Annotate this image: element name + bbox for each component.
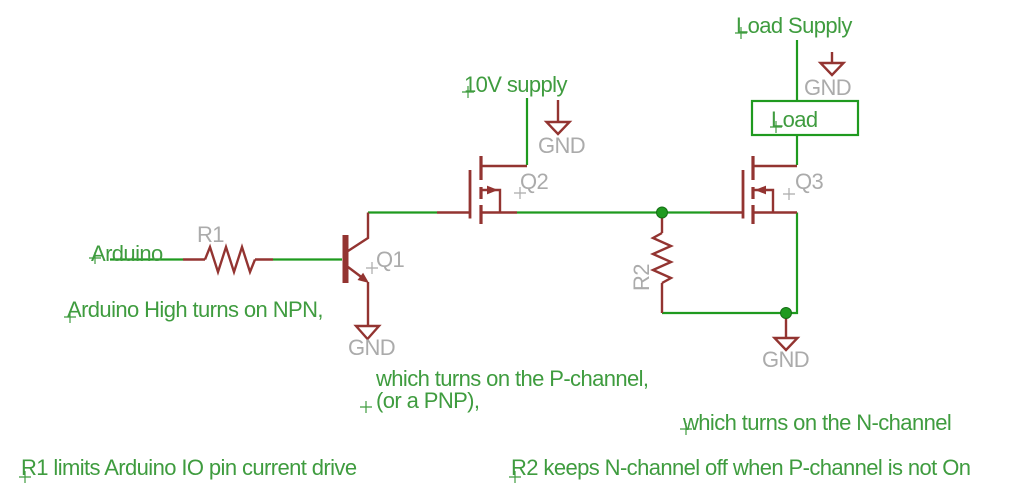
q1-emitter <box>347 266 363 279</box>
r2-label: R2 <box>629 264 654 291</box>
q2-label: Q2 <box>520 169 549 194</box>
component-cross-icons <box>366 187 795 274</box>
load-label: Load <box>771 107 818 132</box>
mosfet-q2-symbol <box>437 156 527 224</box>
q1-emitter-arrow <box>357 272 369 283</box>
gnd-symbol-q1 <box>353 324 382 341</box>
wire-q3-source-to-r2 <box>662 212 799 315</box>
load-box <box>750 99 860 137</box>
gnd-label-10v: GND <box>538 133 586 158</box>
note-npn: Arduino High turns on NPN, <box>67 297 323 322</box>
q1-collector <box>347 212 370 253</box>
note-p-channel-1: which turns on the P-channel, <box>376 366 649 391</box>
q3-label: Q3 <box>795 169 824 194</box>
q3-bulk <box>753 188 775 213</box>
junction-dot <box>780 307 792 319</box>
transistor-q1-symbol <box>342 212 370 326</box>
arduino-net-label: Arduino <box>91 241 163 266</box>
resistor-r1-symbol <box>183 243 273 276</box>
q2-bulk-arrow <box>487 185 498 195</box>
gnd-symbol-10v <box>543 100 573 136</box>
origin-cross-icons <box>19 27 782 483</box>
gnd-label-load-supply: GND <box>804 75 852 100</box>
note-r1: R1 limits Arduino IO pin current drive <box>21 455 357 480</box>
resistor-r2-symbol <box>650 212 674 313</box>
supply-10v-label: 10V supply <box>464 72 567 97</box>
mosfet-q3-symbol <box>710 156 797 224</box>
junction-dots <box>656 206 792 319</box>
q1-label: Q1 <box>376 247 405 272</box>
gnd-label-q1: GND <box>348 335 396 360</box>
q2-bulk <box>481 188 502 213</box>
load-supply-label: Load Supply <box>736 13 852 38</box>
note-n-channel: which turns on the N-channel <box>683 410 952 435</box>
note-p-channel-2: (or a PNP), <box>376 388 480 413</box>
net-wires <box>110 40 860 315</box>
junction-dot <box>656 206 668 219</box>
r1-label: R1 <box>197 222 225 247</box>
note-r2: R2 keeps N-channel off when P-channel is… <box>511 455 971 480</box>
gnd-symbol-load-supply <box>817 52 847 77</box>
q3-bulk-arrow <box>755 185 766 195</box>
gnd-symbol-bottom-right <box>771 316 801 352</box>
gnd-label-bottom-right: GND <box>762 347 810 372</box>
